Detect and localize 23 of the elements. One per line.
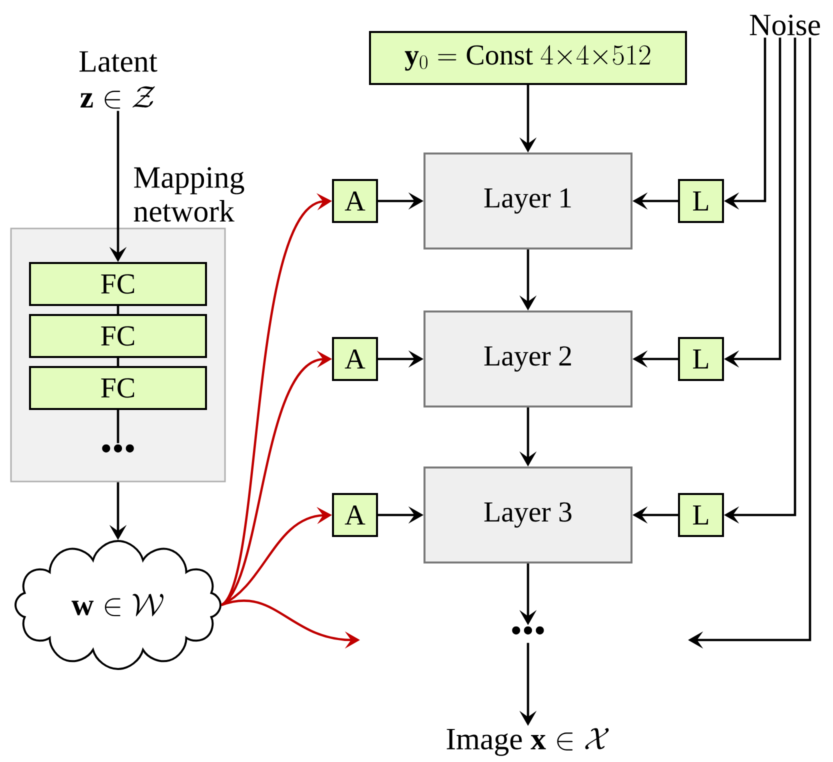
fc-layer-box: FC (29, 366, 207, 410)
constant-input-box: $\mathbf{y}_0 = \mathrm{Const}\ 4{\times}4{\times}512$ (369, 31, 687, 85)
fc-layer-box: FC (29, 262, 207, 306)
output-label: Image $\mathbf{x}\in\mathcal{X}$ (446, 728, 609, 756)
layer-box: Layer 2 (424, 310, 632, 408)
noise-box: L (678, 337, 724, 381)
text-label: Latent $\mathbf{z}\in\mathcal{Z}$ (79, 51, 158, 109)
text-label: Noise (750, 14, 820, 36)
ellipsis-dots: ••• (512, 626, 544, 634)
fc-layer-box: FC (29, 314, 207, 358)
connector-line (116, 410, 120, 444)
ellipsis-dots: ••• (102, 444, 134, 452)
noise-box: L (678, 179, 724, 223)
layer-box: Layer 3 (424, 466, 632, 564)
noise-box: L (678, 493, 724, 537)
layer-box: Layer 1 (424, 152, 632, 250)
connector-line (116, 358, 120, 366)
transform-box: A (332, 493, 378, 537)
transform-box: A (332, 337, 378, 381)
transform-box: A (332, 179, 378, 223)
box-heading: Mapping network (134, 167, 244, 222)
connector-line (116, 306, 120, 314)
latent-cloud: $\mathbf{w}\in\mathcal{W}$ (14, 540, 222, 670)
